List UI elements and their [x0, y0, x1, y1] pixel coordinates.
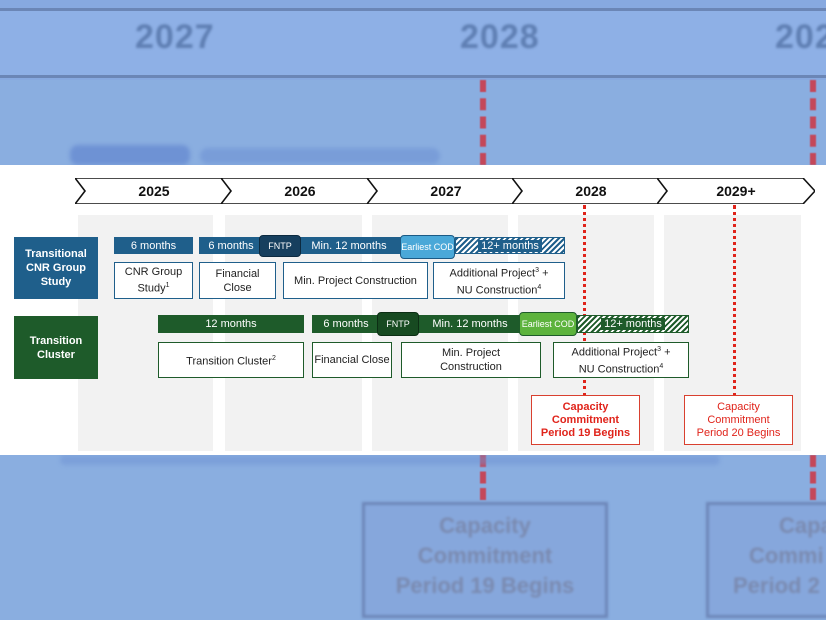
cnr-group-study-box: CNR Group Study1: [114, 262, 193, 299]
bg-milestone-box: Capa Commi Period 2: [706, 502, 826, 618]
bg-ghost-bar: [70, 145, 190, 165]
bg-milestone-box: Capacity Commitment Period 19 Begins: [362, 502, 608, 618]
cluster-12-plus-hatched-bar: 12+ months: [577, 315, 689, 333]
cnr-fntp-badge: FNTP: [259, 235, 301, 257]
milestone-line-2029: [733, 205, 736, 397]
year-label: 2027: [430, 183, 462, 199]
cluster-6-months-bar: 6 months: [312, 315, 380, 333]
year-chevron-2025: 2025: [75, 178, 233, 204]
year-chevron-2027: 2027: [367, 178, 525, 204]
cnr-earliest-cod-badge: Earliest COD: [400, 235, 455, 259]
year-label: 2026: [284, 183, 316, 199]
bg-year-2: 2028: [460, 18, 540, 56]
capacity-commitment-period-20-box: Capacity Commitment Period 20 Begins: [684, 395, 793, 445]
year-label: 2028: [575, 183, 607, 199]
capacity-commitment-period-19-box: Capacity Commitment Period 19 Begins: [531, 395, 640, 445]
milestone-line-2028: [583, 205, 586, 397]
cnr-6-months-bar: 6 months: [114, 237, 193, 254]
cnr-financial-close-box: Financial Close: [199, 262, 276, 299]
row-label-cnr: Transitional CNR Group Study: [14, 237, 98, 299]
cluster-financial-close-box: Financial Close: [312, 342, 392, 378]
bg-chevron-bar: [0, 8, 826, 78]
cnr-additional-project-box: Additional Project3 + NU Construction4: [433, 262, 565, 299]
cluster-fntp-badge: FNTP: [377, 312, 419, 336]
bg-dashed-line: [480, 80, 492, 165]
cluster-min-12-bar: Min. 12 months: [418, 315, 522, 333]
bg-dashed-line: [810, 80, 822, 165]
cluster-min-project-construction-box: Min. Project Construction: [401, 342, 541, 378]
cnr-min-12-bar: Min. 12 months: [296, 237, 402, 254]
timeline-slide: 2025 2026 2027 2028 2029+ Transitional C…: [0, 165, 826, 455]
cnr-min-project-construction-box: Min. Project Construction: [283, 262, 428, 299]
year-chevron-2028: 2028: [512, 178, 670, 204]
year-chevron-2029: 2029+: [657, 178, 815, 204]
year-label: 2029+: [716, 183, 756, 199]
year-label: 2025: [138, 183, 170, 199]
cluster-additional-project-box: Additional Project3 + NU Construction4: [553, 342, 689, 378]
bg-year-1: 2027: [135, 18, 215, 56]
bg-dashed-line: [480, 455, 492, 500]
bg-year-3: 202: [775, 18, 826, 56]
cnr-6-months-bar-2: 6 months: [199, 237, 263, 254]
column-2025: [78, 215, 213, 451]
bg-dashed-line: [810, 455, 822, 500]
bg-ghost-bar: [60, 455, 720, 465]
year-chevron-2026: 2026: [221, 178, 379, 204]
row-label-cluster: Transition Cluster: [14, 316, 98, 379]
bg-ghost-bar: [200, 148, 440, 164]
transition-cluster-box: Transition Cluster2: [158, 342, 304, 378]
cnr-12-plus-hatched-bar: 12+ months: [455, 237, 565, 254]
cluster-earliest-cod-badge: Earliest COD: [519, 312, 577, 336]
cluster-12-months-bar: 12 months: [158, 315, 304, 333]
